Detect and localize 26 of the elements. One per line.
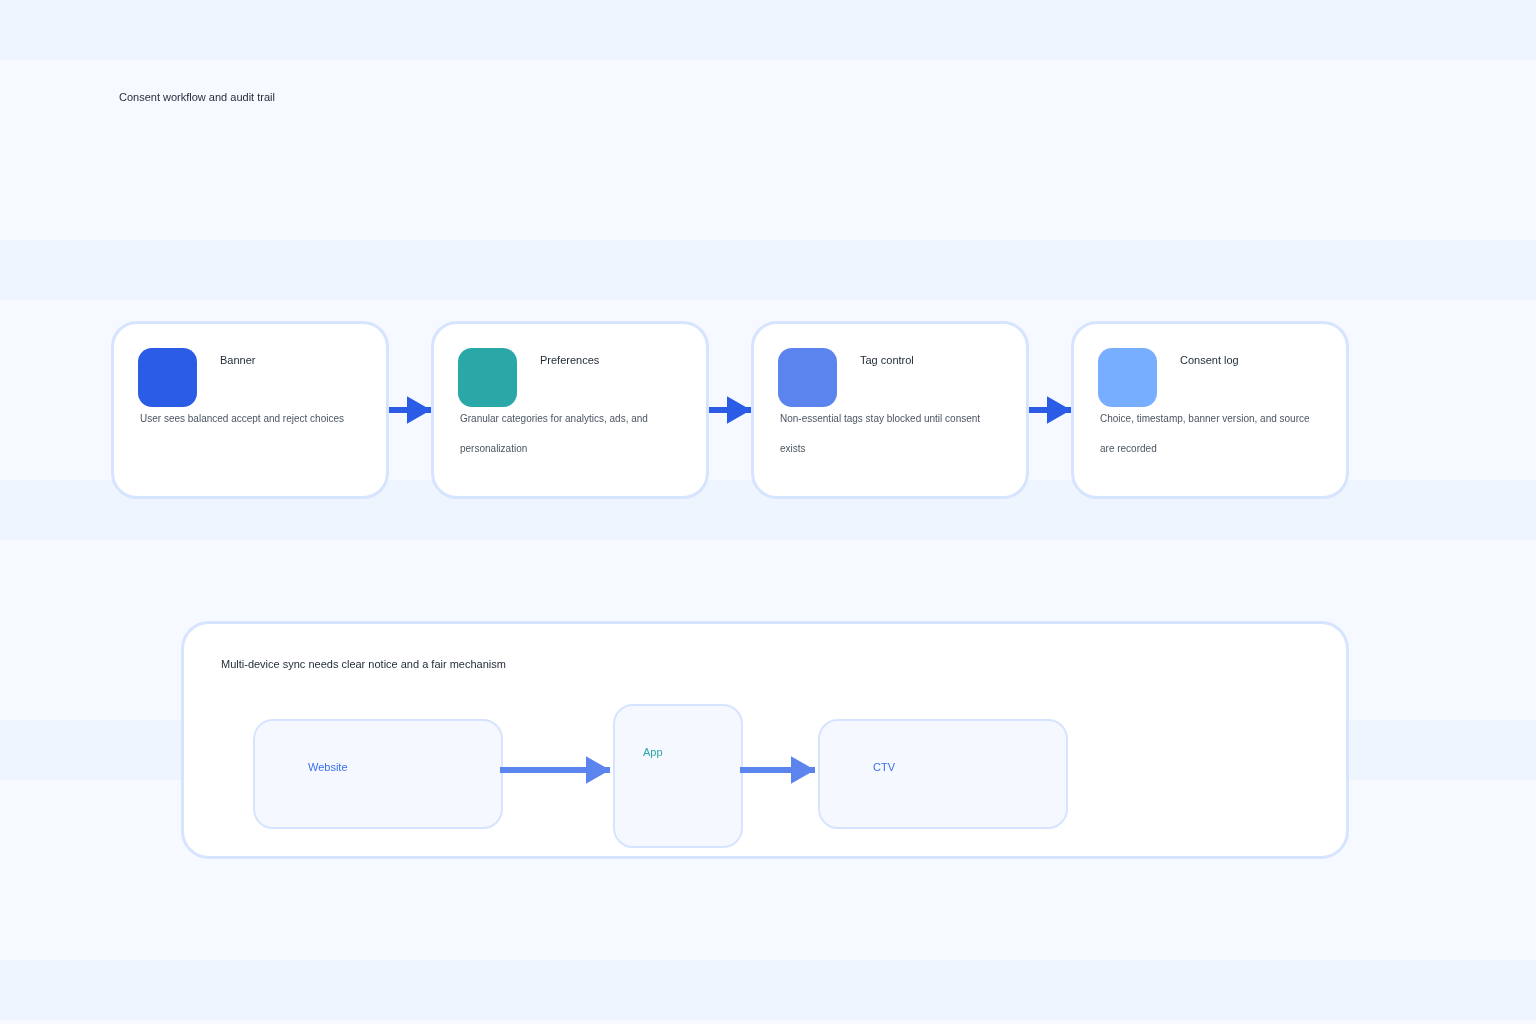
step-title: Preferences xyxy=(540,353,600,368)
step-description: Choice, timestamp, banner version, and source are recorded xyxy=(1100,412,1311,456)
step-title: Banner xyxy=(220,353,256,368)
diagram-title: Consent workflow and audit trail xyxy=(119,90,275,105)
device-box xyxy=(253,719,503,829)
device-label: Website xyxy=(308,760,348,775)
step-card xyxy=(431,321,709,499)
step-card xyxy=(751,321,1029,499)
arrow xyxy=(1029,396,1071,424)
arrow xyxy=(740,756,815,784)
device-label: CTV xyxy=(873,760,895,775)
step-description: Granular categories for analytics, ads, and personalization xyxy=(460,412,649,456)
step-title: Tag control xyxy=(860,353,914,368)
step-title: Consent log xyxy=(1180,353,1239,368)
step-card xyxy=(1071,321,1349,499)
arrow xyxy=(389,396,431,424)
step-card xyxy=(111,321,389,499)
step-description: User sees balanced accept and reject choices xyxy=(140,412,345,426)
arrow xyxy=(709,396,751,424)
step-description: Non-essential tags stay blocked until consent exists xyxy=(780,412,982,456)
group-panel xyxy=(181,621,1349,859)
device-box xyxy=(613,704,743,848)
group-heading: Multi-device sync needs clear notice and a fair mechanism xyxy=(221,657,506,672)
device-box xyxy=(818,719,1068,829)
arrow xyxy=(500,756,610,784)
device-label: App xyxy=(643,745,663,760)
